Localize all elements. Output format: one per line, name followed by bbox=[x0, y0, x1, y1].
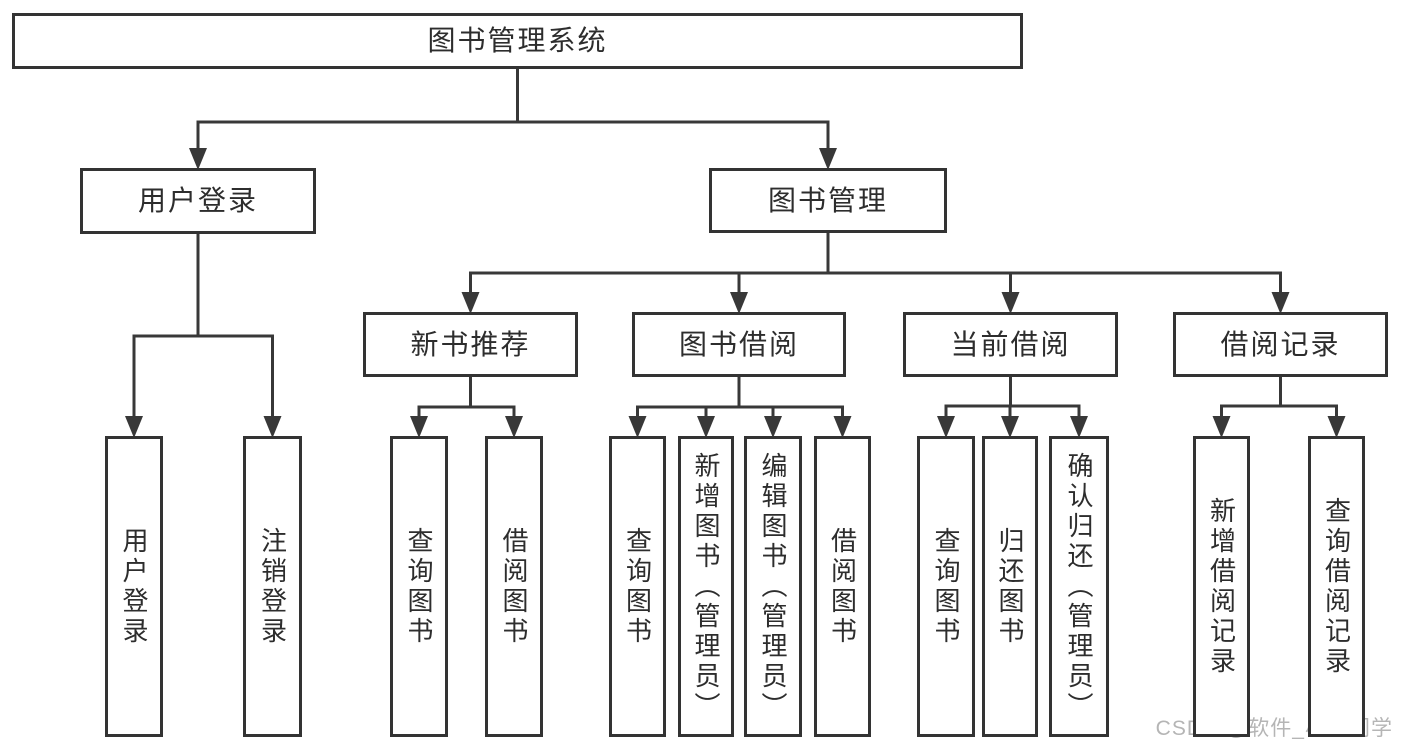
arrowhead-icon bbox=[410, 416, 428, 438]
node-leaf-cb-confirm: 确认归还（管理员） bbox=[1049, 436, 1109, 737]
node-label: 新增借阅记录 bbox=[1206, 496, 1237, 677]
arrowhead-icon bbox=[1327, 416, 1346, 438]
node-label: 当前借阅 bbox=[950, 328, 1071, 360]
arrowhead-icon bbox=[461, 292, 480, 314]
node-root: 图书管理系统 bbox=[12, 13, 1023, 69]
arrowhead-icon bbox=[505, 416, 523, 438]
node-label: 归还图书 bbox=[995, 526, 1025, 647]
node-book-mgmt: 图书管理 bbox=[709, 168, 947, 233]
node-label: 图书管理 bbox=[767, 184, 888, 216]
node-label: 借阅记录 bbox=[1220, 328, 1341, 360]
arrowhead-icon bbox=[628, 416, 647, 438]
node-leaf-rec-query: 查询图书 bbox=[390, 436, 448, 737]
arrowhead-icon bbox=[833, 416, 852, 438]
arrowhead-icon bbox=[1212, 416, 1231, 438]
node-user-login: 用户登录 bbox=[80, 168, 316, 234]
node-label: 图书借阅 bbox=[678, 328, 799, 360]
node-label: 查询图书 bbox=[404, 526, 434, 647]
node-leaf-cb-return: 归还图书 bbox=[982, 436, 1038, 737]
arrowhead-icon bbox=[189, 148, 207, 170]
node-new-rec: 新书推荐 bbox=[363, 312, 578, 377]
arrowhead-icon bbox=[819, 148, 837, 170]
arrowhead-icon bbox=[1001, 416, 1019, 438]
node-borrow-records: 借阅记录 bbox=[1173, 312, 1388, 377]
node-label: 查询借阅记录 bbox=[1321, 496, 1352, 677]
arrowhead-icon bbox=[1070, 416, 1088, 438]
node-label: 用户登录 bbox=[137, 185, 258, 216]
node-label: 查询图书 bbox=[931, 526, 961, 647]
arrowhead-icon bbox=[125, 416, 143, 438]
node-label: 新增图书（管理员） bbox=[691, 451, 721, 722]
arrowhead-icon bbox=[263, 416, 282, 438]
node-leaf-bb-query: 查询图书 bbox=[609, 436, 666, 737]
node-label: 新书推荐 bbox=[410, 328, 531, 360]
node-leaf-bb-borrow: 借阅图书 bbox=[814, 436, 871, 737]
arrowhead-icon bbox=[1001, 292, 1020, 314]
node-leaf-rec-borrow: 借阅图书 bbox=[485, 436, 543, 737]
node-label: 借阅图书 bbox=[827, 526, 858, 647]
node-leaf-logout: 注销登录 bbox=[243, 436, 302, 737]
node-leaf-bb-add: 新增图书（管理员） bbox=[678, 436, 734, 737]
node-label: 借阅图书 bbox=[499, 526, 529, 647]
arrowhead-icon bbox=[1271, 292, 1290, 314]
node-label: 注销登录 bbox=[257, 526, 288, 647]
node-leaf-user-login: 用户登录 bbox=[105, 436, 163, 737]
node-leaf-br-add: 新增借阅记录 bbox=[1193, 436, 1250, 737]
node-label: 图书管理系统 bbox=[427, 25, 608, 56]
node-label: 编辑图书（管理员） bbox=[758, 451, 788, 722]
arrowhead-icon bbox=[937, 416, 955, 438]
arrowhead-icon bbox=[697, 416, 715, 438]
node-label: 用户登录 bbox=[119, 526, 149, 647]
arrowhead-icon bbox=[730, 292, 748, 314]
node-label: 查询图书 bbox=[622, 526, 653, 647]
node-leaf-bb-edit: 编辑图书（管理员） bbox=[744, 436, 802, 737]
node-book-borrow: 图书借阅 bbox=[632, 312, 846, 377]
node-leaf-cb-query: 查询图书 bbox=[917, 436, 975, 737]
node-label: 确认归还（管理员） bbox=[1064, 451, 1094, 722]
node-leaf-br-query: 查询借阅记录 bbox=[1308, 436, 1365, 737]
arrowhead-icon bbox=[764, 416, 782, 438]
node-current-borrow: 当前借阅 bbox=[903, 312, 1118, 377]
